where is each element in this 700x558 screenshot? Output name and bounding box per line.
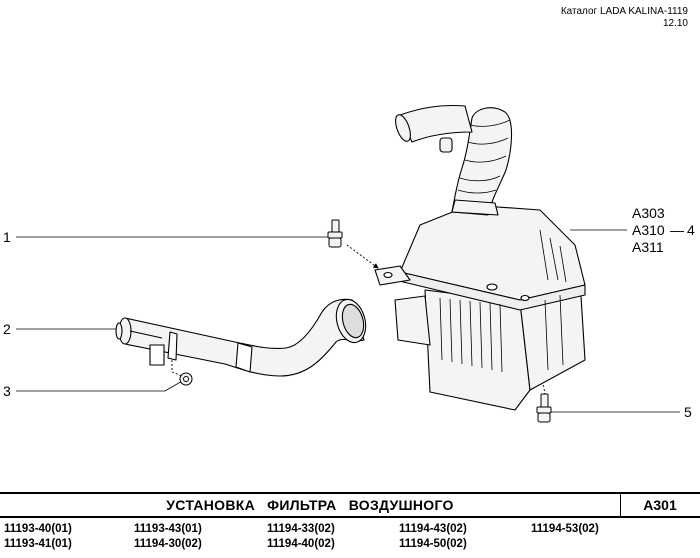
callout-2: 2 (3, 321, 11, 337)
callout-4: 4 (687, 222, 695, 238)
callout-5: 5 (684, 404, 692, 420)
model-code: 11194-50(02) (399, 538, 467, 550)
bolt-part-5 (536, 393, 552, 423)
model-code: 11193-43(01) (134, 523, 202, 535)
assembly-arrow-bolt-1 (346, 244, 379, 269)
assembly-ref-a311[interactable]: A311 (632, 239, 664, 255)
title-divider (620, 494, 621, 516)
assembly-ref-connector: — (670, 222, 684, 238)
callout-3: 3 (3, 383, 11, 399)
catalog-header: Каталог LADA KALINA-1119 12.10 (561, 6, 688, 30)
model-code: 11194-30(02) (134, 538, 202, 550)
model-code: 11193-40(01) (4, 523, 72, 535)
exploded-diagram (16, 104, 680, 423)
section-code: A301 (643, 497, 677, 513)
catalog-name: Каталог LADA KALINA-1119 (560, 6, 688, 17)
model-code: 11193-41(01) (4, 538, 72, 550)
bolt-part-1 (327, 219, 343, 248)
model-code: 11194-33(02) (267, 523, 335, 535)
model-code: 11194-43(02) (399, 523, 467, 535)
page-title: УСТАНОВКА ФИЛЬТРА ВОЗДУШНОГО (166, 497, 454, 513)
nut-part-3 (179, 372, 193, 386)
catalog-date: 12.10 (662, 18, 688, 29)
air-filter-part-4 (374, 104, 586, 411)
assembly-ref-a310[interactable]: A310 (632, 222, 665, 238)
callout-1: 1 (3, 229, 11, 245)
intake-pipe-part-2 (115, 298, 367, 377)
assembly-ref-a303[interactable]: A303 (632, 205, 665, 221)
model-code: 11194-53(02) (531, 523, 599, 535)
model-code: 11194-40(02) (267, 538, 335, 550)
assembly-arrow-nut-3 (171, 360, 183, 377)
title-bar: УСТАНОВКА ФИЛЬТРА ВОЗДУШНОГО A301 (0, 492, 700, 518)
